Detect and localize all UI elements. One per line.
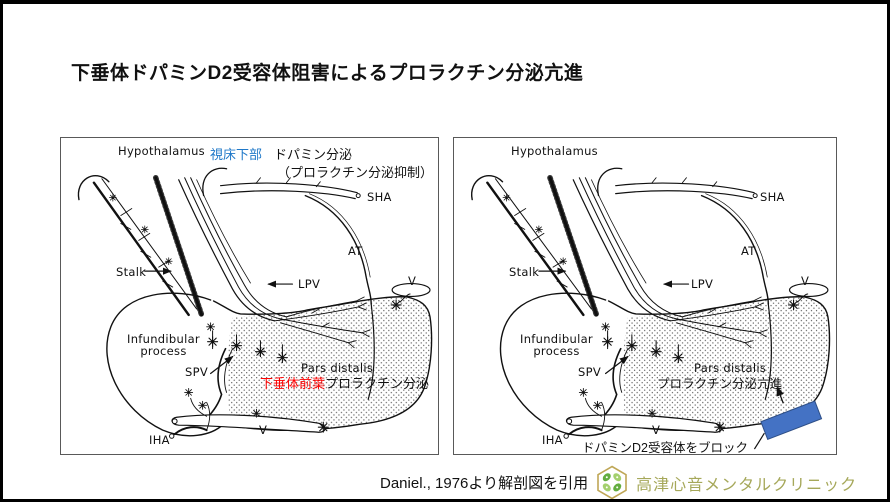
label-lpv: LPV (691, 277, 714, 291)
label-infundibular-line2: process (533, 344, 580, 358)
label-pars-distalis: Pars distalis (301, 361, 374, 375)
footer: Daniel., 1976より解剖図を引用 高津心音メンタルクリニック (380, 465, 858, 499)
label-hypothalamus: Hypothalamus (511, 144, 598, 158)
clinic-logo-icon (597, 465, 627, 499)
label-at: AT (348, 244, 363, 258)
label-lpv: LPV (298, 277, 321, 291)
label-spv: SPV (185, 365, 209, 379)
label-infundibular-process: Infundibular process (127, 333, 200, 357)
label-infundibular-line1: Infundibular (520, 332, 593, 346)
label-stalk: Stalk (509, 265, 540, 279)
label-spv: SPV (578, 365, 602, 379)
label-infundibular-line1: Infundibular (127, 332, 200, 346)
label-v-bottom: V (259, 423, 268, 437)
label-at: AT (741, 244, 756, 258)
label-v-top: V (801, 274, 810, 288)
annotation-dopamine-secretion: ドパミン分泌 (274, 147, 353, 162)
block-pointer-line (753, 432, 765, 450)
left-diagram-panel: Hypothalamus SHA AT Stalk LPV V Infundib… (60, 137, 439, 455)
d2-block-overlay (753, 386, 823, 450)
label-iha: IHA (542, 433, 563, 447)
label-sha: SHA (760, 190, 785, 204)
label-pars-distalis: Pars distalis (694, 361, 767, 375)
citation: Daniel., 1976より解剖図を引用 (380, 475, 589, 492)
clinic-name: 高津心音メンタルクリニック (636, 476, 858, 494)
label-sha: SHA (367, 190, 392, 204)
d2-blocker-rect (760, 400, 823, 440)
right-diagram-panel: Hypothalamus SHA AT Stalk LPV V Infundib… (453, 137, 837, 455)
up-arrow-icon (776, 386, 784, 404)
label-v-bottom: V (652, 423, 661, 437)
annotation-hypothalamus-jp: 視床下部 (210, 147, 263, 162)
label-v-top: V (408, 274, 417, 288)
label-infundibular-process: Infundibular process (520, 333, 593, 357)
annotation-prolactin-secretion: プロラクチン分泌 (325, 376, 430, 391)
slide-title: 下垂体ドパミンD2受容体阻害によるプロラクチン分泌亢進 (71, 63, 584, 84)
label-iha: IHA (149, 433, 170, 447)
label-stalk: Stalk (116, 265, 147, 279)
anatomy-figure (61, 138, 438, 454)
annotation-prolactin-row: 下垂体前葉プロラクチン分泌 (260, 373, 429, 392)
annotation-d2-receptor-block: ドパミンD2受容体をブロック (582, 441, 748, 455)
annotation-prolactin-hypersecretion: プロラクチン分泌亢進 (657, 377, 783, 391)
annotation-prolactin-inhibition: （プロラクチン分泌抑制） (277, 165, 434, 180)
label-hypothalamus: Hypothalamus (118, 144, 205, 158)
label-infundibular-line2: process (140, 344, 187, 358)
annotation-anterior-pituitary: 下垂体前葉 (260, 376, 326, 391)
